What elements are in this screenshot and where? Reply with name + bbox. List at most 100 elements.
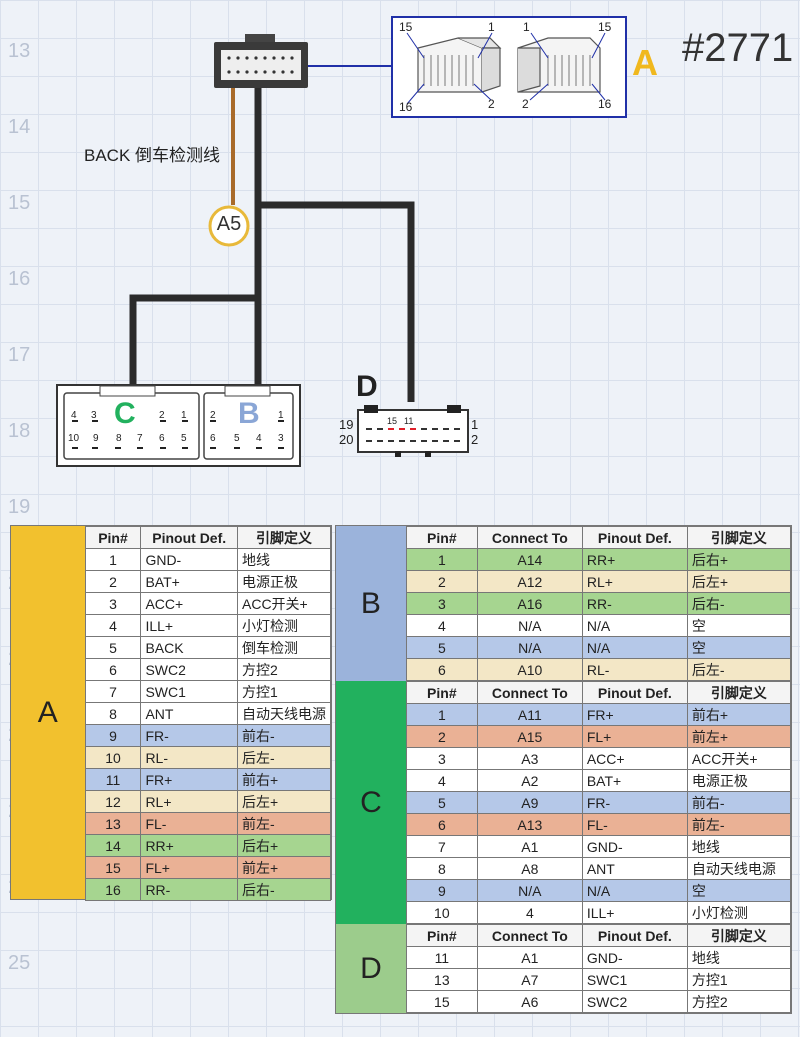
cell-def: RL- bbox=[140, 746, 238, 769]
connector-a-label: A bbox=[632, 42, 658, 83]
pin-label: 3 bbox=[91, 410, 97, 421]
cell-pin: 11 bbox=[405, 946, 478, 969]
col-header-cn: 引脚定义 bbox=[686, 526, 792, 549]
cell-cn: 后右+ bbox=[686, 548, 792, 571]
col-header-def: Pinout Def. bbox=[581, 526, 688, 549]
cell-def: SWC1 bbox=[581, 968, 688, 991]
cell-pin: 9 bbox=[405, 879, 478, 902]
cell-cn: 前左- bbox=[686, 813, 792, 836]
cell-cn: 方控1 bbox=[686, 968, 792, 991]
pin-label: 15 bbox=[387, 416, 398, 426]
cell-to: N/A bbox=[476, 879, 583, 902]
cell-pin: 2 bbox=[405, 570, 478, 593]
cell-pin: 7 bbox=[405, 835, 478, 858]
cell-cn: 前左+ bbox=[237, 856, 331, 879]
cell-cn: 地线 bbox=[686, 835, 792, 858]
cell-pin: 7 bbox=[84, 680, 142, 703]
cell-cn: 后左+ bbox=[686, 570, 792, 593]
pin-label: 11 bbox=[404, 416, 414, 426]
pin-label: 2 bbox=[471, 432, 479, 447]
cell-def: SWC1 bbox=[140, 680, 238, 703]
cell-def: N/A bbox=[581, 879, 688, 902]
cell-to: A1 bbox=[476, 835, 583, 858]
cell-to: A13 bbox=[476, 813, 583, 836]
cell-def: FR- bbox=[140, 724, 238, 747]
cell-cn: 方控2 bbox=[686, 990, 792, 1013]
cell-def: ACC+ bbox=[140, 592, 238, 615]
cell-def: FR- bbox=[581, 791, 688, 814]
cell-pin: 4 bbox=[405, 769, 478, 792]
cell-to: A16 bbox=[476, 592, 583, 615]
cell-cn: 前右- bbox=[686, 791, 792, 814]
connector-d-body bbox=[357, 405, 469, 457]
cell-cn: 后左- bbox=[237, 746, 331, 769]
ruler-number: 15 bbox=[8, 192, 31, 214]
cell-cn: 自动天线电源 bbox=[686, 857, 792, 880]
cell-def: FL+ bbox=[581, 725, 688, 748]
cell-to: A9 bbox=[476, 791, 583, 814]
cell-pin: 8 bbox=[405, 857, 478, 880]
col-header-def: Pinout Def. bbox=[140, 526, 238, 549]
cell-cn: 后左- bbox=[686, 658, 792, 681]
ruler-number: 19 bbox=[8, 496, 31, 518]
pin-label: 6 bbox=[210, 433, 216, 444]
cell-cn: 地线 bbox=[686, 946, 792, 969]
pin-label: 2 bbox=[159, 410, 165, 421]
table-d-label: D bbox=[336, 924, 406, 1013]
pin-label: 16 bbox=[598, 97, 612, 111]
cell-pin: 4 bbox=[405, 614, 478, 637]
cell-to: A1 bbox=[476, 946, 583, 969]
pin-label: 5 bbox=[181, 433, 187, 444]
cell-pin: 9 bbox=[84, 724, 142, 747]
cell-cn: ACC开关+ bbox=[686, 747, 792, 770]
ruler-number: 14 bbox=[8, 116, 31, 138]
connector-c-label: C bbox=[114, 397, 136, 430]
cell-to: A7 bbox=[476, 968, 583, 991]
cell-pin: 4 bbox=[84, 614, 142, 637]
cell-pin: 1 bbox=[405, 548, 478, 571]
cell-pin: 1 bbox=[84, 548, 142, 571]
pin-label: 1 bbox=[181, 410, 187, 421]
cell-def: RR- bbox=[581, 592, 688, 615]
cell-def: FL+ bbox=[140, 856, 238, 879]
cell-cn: 前右+ bbox=[237, 768, 331, 791]
cell-pin: 2 bbox=[405, 725, 478, 748]
pin-label: 4 bbox=[71, 410, 77, 421]
cell-cn: 倒车检测 bbox=[237, 636, 331, 659]
cell-cn: 空 bbox=[686, 614, 792, 637]
cell-to: A3 bbox=[476, 747, 583, 770]
cell-def: ILL+ bbox=[581, 901, 688, 924]
cell-def: FR+ bbox=[581, 703, 688, 726]
pin-label: 6 bbox=[159, 433, 165, 444]
cell-pin: 12 bbox=[84, 790, 142, 813]
cell-to: N/A bbox=[476, 636, 583, 659]
pin-label: 20 bbox=[339, 432, 354, 447]
cell-pin: 8 bbox=[84, 702, 142, 725]
col-header-connect: Connect To bbox=[476, 681, 583, 704]
cell-pin: 10 bbox=[405, 901, 478, 924]
cell-pin: 6 bbox=[84, 658, 142, 681]
cell-def: ACC+ bbox=[581, 747, 688, 770]
cell-def: N/A bbox=[581, 614, 688, 637]
pin-label: 16 bbox=[399, 100, 413, 114]
col-header-cn: 引脚定义 bbox=[686, 924, 792, 947]
cell-def: RL- bbox=[581, 658, 688, 681]
col-header-cn: 引脚定义 bbox=[686, 681, 792, 704]
cell-cn: 后右- bbox=[237, 878, 331, 901]
